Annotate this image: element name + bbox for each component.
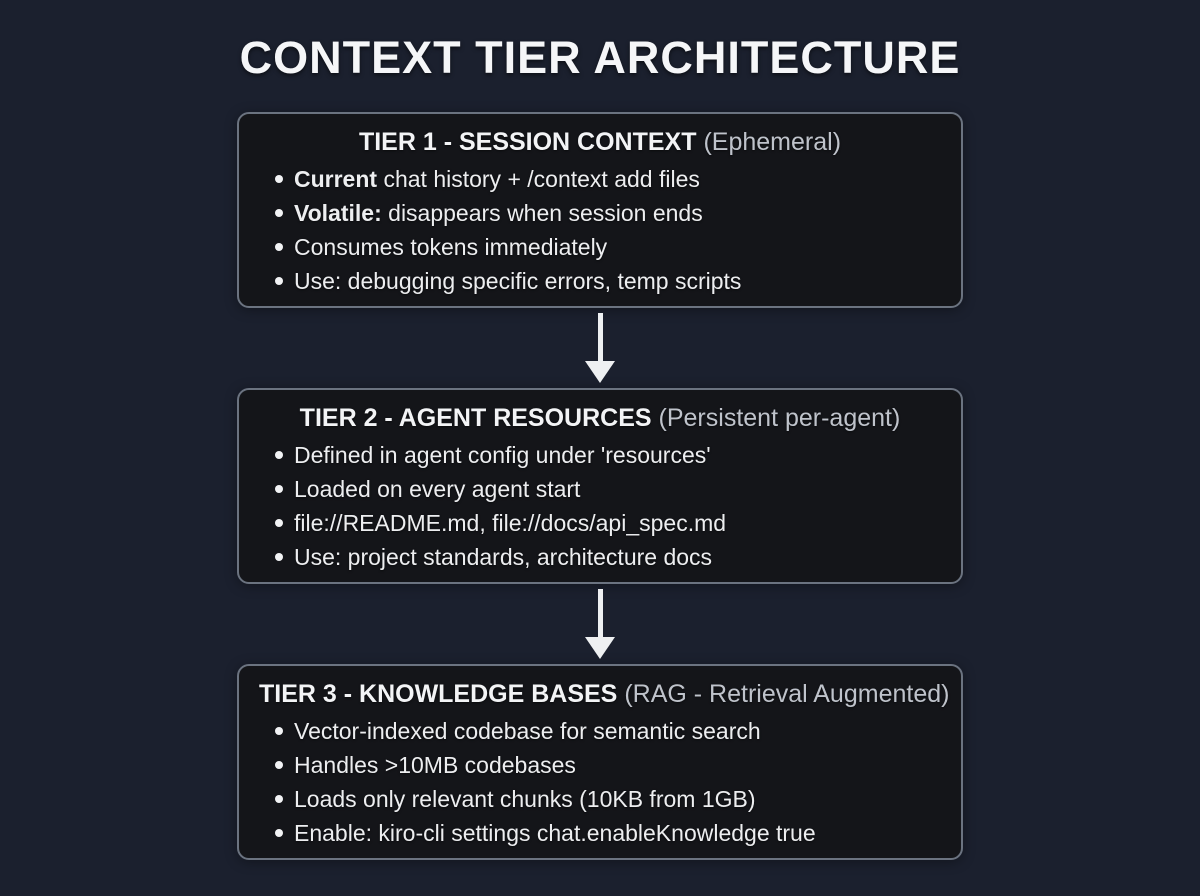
bullet-text: chat history + /context add files — [377, 166, 700, 192]
tier3-qualifier: (RAG - Retrieval Augmented) — [624, 680, 950, 708]
tier2-header: TIER 2 - AGENT RESOURCES (Persistent per… — [259, 400, 941, 436]
bullet-text: Enable: kiro-cli settings chat.enableKno… — [294, 820, 816, 846]
bullet-bold-text: Volatile: — [294, 200, 382, 226]
bullet-text: file://README.md, file://docs/api_spec.m… — [294, 510, 727, 536]
bullet-text: Defined in agent config under 'resources… — [294, 442, 711, 468]
bullet-text: Use: project standards, architecture doc… — [294, 544, 713, 570]
tier2-heading: TIER 2 - AGENT RESOURCES — [299, 404, 652, 432]
tier2-card: TIER 2 - AGENT RESOURCES (Persistent per… — [237, 388, 963, 584]
list-item: Consumes tokens immediately — [273, 230, 941, 264]
list-item: Current chat history + /context add file… — [273, 162, 941, 196]
list-item: Enable: kiro-cli settings chat.enableKno… — [273, 816, 941, 850]
down-arrow-icon — [585, 584, 615, 664]
arrow-stem — [597, 313, 603, 361]
tier2-qualifier: (Persistent per-agent) — [658, 404, 901, 432]
list-item: Loaded on every agent start — [273, 472, 941, 506]
list-item: file://README.md, file://docs/api_spec.m… — [273, 506, 941, 540]
tier3-bullet-list: Vector-indexed codebase for semantic sea… — [259, 714, 941, 850]
tier3-card: TIER 3 - KNOWLEDGE BASES (RAG - Retrieva… — [237, 664, 963, 860]
bullet-text: Loaded on every agent start — [294, 476, 581, 502]
list-item: Use: debugging specific errors, temp scr… — [273, 264, 941, 298]
bullet-text: disappears when session ends — [381, 200, 703, 226]
list-item: Vector-indexed codebase for semantic sea… — [273, 714, 941, 748]
bullet-bold-text: Current — [294, 166, 378, 192]
tier1-header: TIER 1 - SESSION CONTEXT (Ephemeral) — [259, 124, 941, 160]
list-item: Defined in agent config under 'resources… — [273, 438, 941, 472]
list-item: Use: project standards, architecture doc… — [273, 540, 941, 574]
list-item: Handles >10MB codebases — [273, 748, 941, 782]
tier1-heading: TIER 1 - SESSION CONTEXT — [358, 128, 697, 156]
tier3-header: TIER 3 - KNOWLEDGE BASES (RAG - Retrieva… — [259, 676, 949, 712]
list-item: Loads only relevant chunks (10KB from 1G… — [273, 782, 941, 816]
page-title: CONTEXT TIER ARCHITECTURE — [239, 32, 961, 83]
list-item: Volatile: disappears when session ends — [273, 196, 941, 230]
tier3-heading: TIER 3 - KNOWLEDGE BASES — [259, 680, 618, 708]
tier2-bullet-list: Defined in agent config under 'resources… — [259, 438, 941, 574]
down-arrow-icon — [585, 308, 615, 388]
bullet-text: Consumes tokens immediately — [294, 234, 608, 260]
bullet-text: Use: debugging specific errors, temp scr… — [294, 268, 742, 294]
arrow-head — [585, 637, 615, 659]
bullet-text: Handles >10MB codebases — [294, 752, 576, 778]
arrow-stem — [597, 589, 603, 637]
bullet-text: Vector-indexed codebase for semantic sea… — [294, 718, 761, 744]
tier1-card: TIER 1 - SESSION CONTEXT (Ephemeral) Cur… — [237, 112, 963, 308]
arrow-head — [585, 361, 615, 383]
tier1-bullet-list: Current chat history + /context add file… — [259, 162, 941, 298]
bullet-text: Loads only relevant chunks (10KB from 1G… — [294, 786, 756, 812]
tier1-qualifier: (Ephemeral) — [703, 128, 842, 156]
